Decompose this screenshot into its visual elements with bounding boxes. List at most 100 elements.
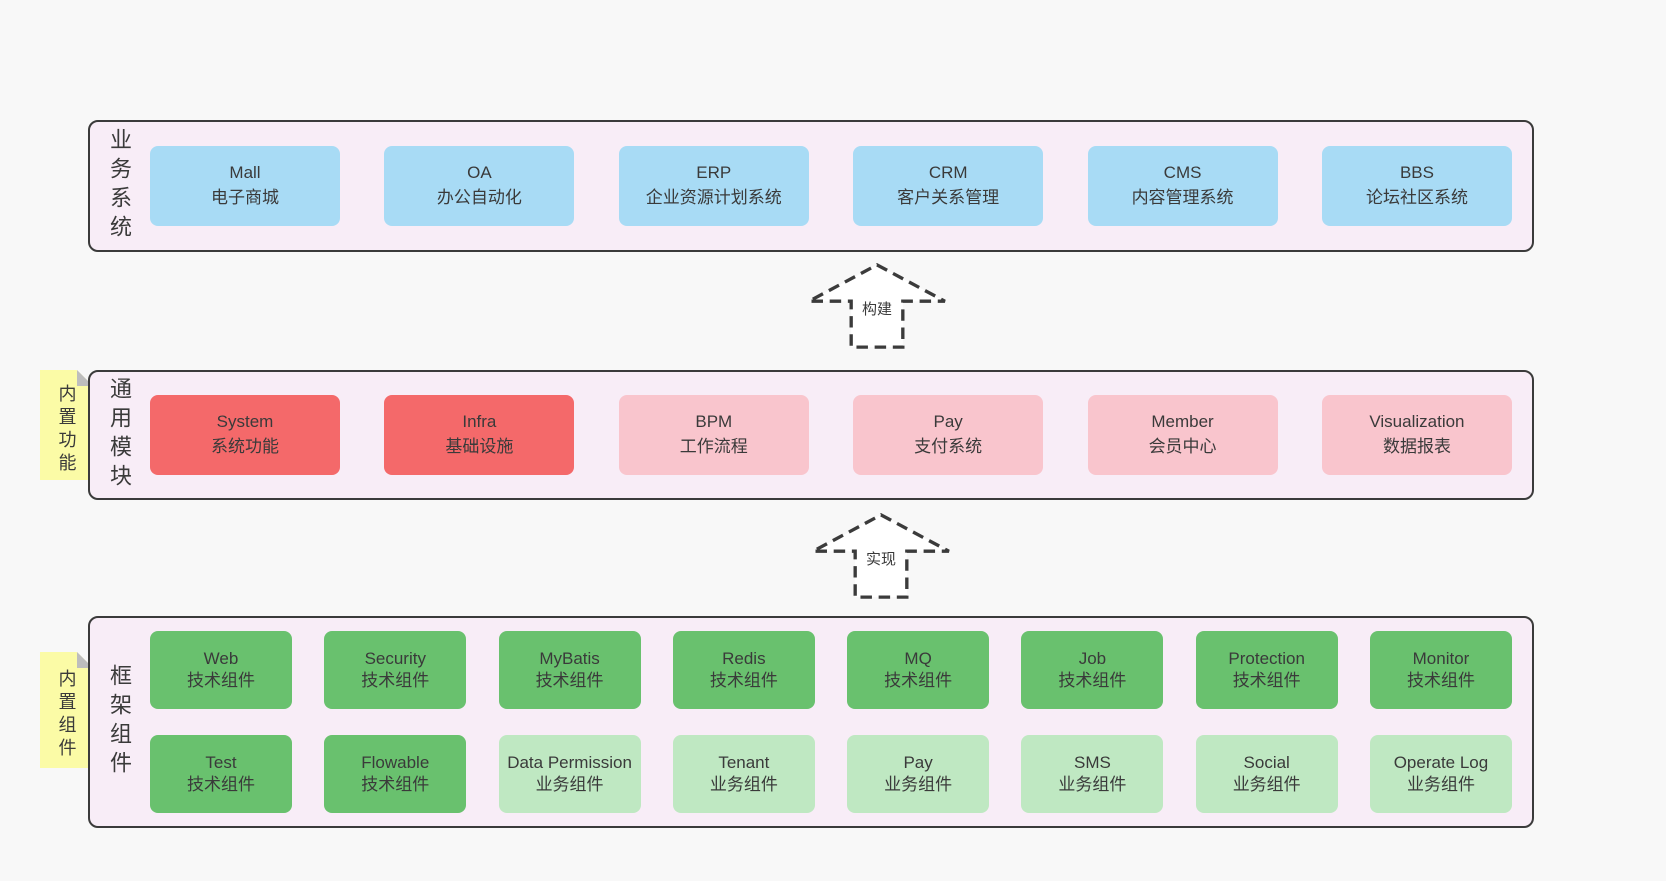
box-redis: Redis 技术组件 bbox=[672, 631, 815, 709]
box-tenant: Tenant 业务组件 bbox=[672, 735, 815, 813]
box-pay: Pay 支付系统 bbox=[853, 395, 1044, 475]
framework-components-grid: Web 技术组件 Security 技术组件 MyBatis 技术组件 Redi… bbox=[148, 618, 1532, 826]
box-subtitle: 技术组件 bbox=[1232, 671, 1301, 690]
box-sms: SMS 业务组件 bbox=[1021, 735, 1164, 813]
box-crm: CRM 客户关系管理 bbox=[853, 146, 1044, 226]
box-title: CRM bbox=[928, 163, 968, 183]
box-monitor: Monitor 技术组件 bbox=[1369, 631, 1512, 709]
box-subtitle: 业务组件 bbox=[535, 775, 604, 794]
box-mybatis: MyBatis 技术组件 bbox=[498, 631, 641, 709]
box-subtitle: 业务组件 bbox=[709, 775, 778, 794]
box-social: Social 业务组件 bbox=[1195, 735, 1338, 813]
build-arrow: 构建 bbox=[802, 262, 952, 350]
box-title: Security bbox=[364, 648, 426, 668]
box-title: CMS bbox=[1163, 163, 1202, 183]
panel-label-framework-components: 框架组件 bbox=[107, 664, 132, 780]
box-bbs: BBS 论坛社区系统 bbox=[1321, 146, 1512, 226]
implement-arrow-label: 实现 bbox=[862, 548, 900, 569]
panel-common-modules: 通用模块 System 系统功能 Infra 基础设施 BPM 工作流程 Pay… bbox=[88, 370, 1534, 500]
box-pay-business: Pay 业务组件 bbox=[847, 735, 990, 813]
box-title: Protection bbox=[1228, 648, 1305, 668]
components-row-1: Web 技术组件 Security 技术组件 MyBatis 技术组件 Redi… bbox=[150, 631, 1512, 709]
box-title: OA bbox=[467, 163, 492, 183]
box-title: Operate Log bbox=[1393, 752, 1489, 772]
box-subtitle: 会员中心 bbox=[1148, 437, 1217, 456]
box-protection: Protection 技术组件 bbox=[1195, 631, 1338, 709]
box-erp: ERP 企业资源计划系统 bbox=[618, 146, 809, 226]
box-subtitle: 技术组件 bbox=[1058, 671, 1127, 690]
panel-label-common-modules: 通用模块 bbox=[107, 377, 132, 493]
box-job: Job 技术组件 bbox=[1021, 631, 1164, 709]
panel-business-systems: 业务系统 Mall 电子商城 OA 办公自动化 ERP 企业资源计划系统 CRM… bbox=[88, 120, 1534, 252]
box-subtitle: 技术组件 bbox=[709, 671, 778, 690]
box-title: MQ bbox=[904, 648, 932, 668]
box-title: Social bbox=[1243, 752, 1290, 772]
box-title: ERP bbox=[696, 163, 732, 183]
common-modules-row: System 系统功能 Infra 基础设施 BPM 工作流程 Pay 支付系统… bbox=[148, 372, 1532, 498]
box-subtitle: 技术组件 bbox=[187, 671, 255, 690]
box-test: Test 技术组件 bbox=[150, 735, 292, 813]
box-subtitle: 工作流程 bbox=[679, 437, 748, 456]
box-operate-log: Operate Log 业务组件 bbox=[1369, 735, 1512, 813]
box-title: Flowable bbox=[361, 752, 430, 772]
box-subtitle: 技术组件 bbox=[535, 671, 604, 690]
box-subtitle: 业务组件 bbox=[1232, 775, 1301, 794]
box-web: Web 技术组件 bbox=[150, 631, 292, 709]
box-system: System 系统功能 bbox=[150, 395, 340, 475]
box-subtitle: 技术组件 bbox=[1406, 671, 1475, 690]
box-subtitle: 办公自动化 bbox=[436, 188, 522, 207]
box-mall: Mall 电子商城 bbox=[150, 146, 340, 226]
box-visualization: Visualization 数据报表 bbox=[1321, 395, 1512, 475]
box-cms: CMS 内容管理系统 bbox=[1087, 146, 1278, 226]
box-subtitle: 企业资源计划系统 bbox=[645, 188, 782, 207]
box-title: BBS bbox=[1399, 163, 1434, 183]
box-title: Data Permission bbox=[507, 752, 632, 772]
box-title: Job bbox=[1078, 648, 1107, 668]
box-member: Member 会员中心 bbox=[1087, 395, 1278, 475]
box-title: Pay bbox=[933, 412, 963, 432]
box-subtitle: 电子商城 bbox=[211, 188, 279, 207]
box-subtitle: 内容管理系统 bbox=[1131, 188, 1234, 207]
panel-framework-components: 框架组件 Web 技术组件 Security 技术组件 MyBatis 技术组件… bbox=[88, 616, 1534, 828]
business-systems-row: Mall 电子商城 OA 办公自动化 ERP 企业资源计划系统 CRM 客户关系… bbox=[148, 122, 1532, 250]
box-oa: OA 办公自动化 bbox=[384, 146, 575, 226]
box-subtitle: 业务组件 bbox=[884, 775, 953, 794]
panel-label-business-systems: 业务系统 bbox=[107, 128, 132, 244]
box-subtitle: 业务组件 bbox=[1058, 775, 1127, 794]
box-subtitle: 技术组件 bbox=[361, 775, 430, 794]
box-subtitle: 技术组件 bbox=[187, 775, 255, 794]
sticky-note-builtin-components: 内置组件 bbox=[40, 652, 93, 768]
box-title: Monitor bbox=[1412, 648, 1470, 668]
box-data-permission: Data Permission 业务组件 bbox=[498, 735, 641, 813]
box-flowable: Flowable 技术组件 bbox=[324, 735, 467, 813]
box-subtitle: 基础设施 bbox=[445, 437, 514, 456]
box-title: System bbox=[216, 412, 274, 432]
box-title: SMS bbox=[1073, 752, 1111, 772]
box-title: BPM bbox=[695, 412, 733, 432]
box-security: Security 技术组件 bbox=[324, 631, 467, 709]
sticky-note-builtin-functions: 内置功能 bbox=[40, 370, 93, 480]
box-title: Web bbox=[203, 648, 239, 668]
components-row-2: Test 技术组件 Flowable 技术组件 Data Permission … bbox=[150, 735, 1512, 813]
box-mq: MQ 技术组件 bbox=[847, 631, 990, 709]
box-title: Infra bbox=[462, 412, 497, 432]
box-title: Test bbox=[205, 752, 237, 772]
box-subtitle: 客户关系管理 bbox=[897, 188, 1000, 207]
box-subtitle: 业务组件 bbox=[1406, 775, 1475, 794]
box-title: Member bbox=[1151, 412, 1214, 432]
box-infra: Infra 基础设施 bbox=[384, 395, 575, 475]
box-title: Mall bbox=[229, 163, 261, 183]
box-subtitle: 支付系统 bbox=[914, 437, 983, 456]
build-arrow-label: 构建 bbox=[858, 298, 896, 319]
box-title: Visualization bbox=[1369, 412, 1465, 432]
box-subtitle: 论坛社区系统 bbox=[1365, 188, 1468, 207]
box-subtitle: 数据报表 bbox=[1382, 437, 1451, 456]
box-bpm: BPM 工作流程 bbox=[618, 395, 809, 475]
box-title: MyBatis bbox=[539, 648, 600, 668]
box-subtitle: 技术组件 bbox=[361, 671, 430, 690]
box-subtitle: 系统功能 bbox=[211, 437, 279, 456]
box-title: Pay bbox=[903, 752, 933, 772]
box-title: Tenant bbox=[718, 752, 770, 772]
implement-arrow: 实现 bbox=[806, 512, 956, 600]
